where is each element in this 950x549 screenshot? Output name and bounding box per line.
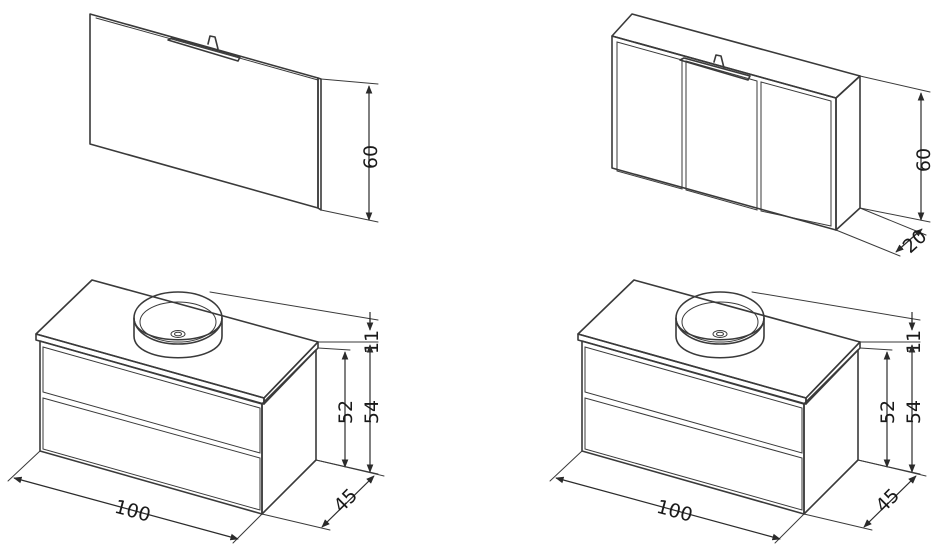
- vanity-left-ext-basin-top: [209, 291, 379, 321]
- vanity-left-width-dimension-line: [13, 476, 239, 541]
- vanity-right-total-height-label: 54: [903, 400, 925, 424]
- vanity-right-basin-height-label: 11: [903, 330, 925, 354]
- vanity-left-drawer-top: [42, 346, 261, 454]
- vanity-left-view: 11 52 54 100 45: [7, 279, 385, 544]
- vanity-left-countertop-edge: [35, 333, 265, 405]
- mirror-ext-top: [320, 78, 379, 85]
- vanity-right-drawer-top: [584, 346, 803, 454]
- vanity-left-body-side: [261, 349, 317, 515]
- vanity-left-width-label: 100: [112, 496, 153, 527]
- vanity-right-ext-body-top: [859, 347, 893, 351]
- vanity-right-ext-depth-front: [803, 513, 873, 531]
- vanity-right-drawer-bottom: [584, 397, 803, 511]
- vanity-left-ext-body-top: [317, 347, 351, 351]
- cabinet-door-left: [616, 41, 683, 190]
- vanity-right-width-label: 100: [654, 496, 695, 527]
- mirror-cabinet-view: 60 20: [611, 13, 935, 258]
- mirror-panel: [89, 13, 319, 209]
- vanity-right-ext-basin-top: [751, 291, 921, 321]
- cabinet-door-middle: [685, 60, 758, 211]
- cabinet-ext-depth-front: [835, 229, 901, 257]
- vanity-right-body-side: [803, 349, 859, 515]
- vanity-left-depth-dimension-line: [321, 475, 375, 528]
- cabinet-door-right: [760, 81, 832, 227]
- vanity-left-body-height-label: 52: [335, 400, 357, 424]
- mirror-lamp: [167, 35, 241, 62]
- mirror-height-label: 60: [360, 145, 382, 169]
- vanity-right-basin: [675, 291, 765, 359]
- vanity-right-width-dimension-line: [555, 476, 781, 541]
- vanity-right-view: 11 52 54 100 45: [549, 279, 927, 544]
- vanity-right-ext-depth-back: [857, 459, 927, 477]
- cabinet-lamp: [679, 54, 751, 81]
- vanity-left-ext-depth-front: [261, 513, 331, 531]
- vanity-right-depth-label: 45: [871, 484, 904, 517]
- cabinet-depth-label: 20: [899, 225, 932, 258]
- vanity-left-depth-label: 45: [329, 484, 362, 517]
- vanity-left-basin: [133, 291, 223, 359]
- cabinet-ext-top: [859, 75, 931, 93]
- mirror-top-edge: [95, 17, 319, 81]
- mirror-side-edge: [317, 77, 322, 211]
- mirror-view: 60: [89, 13, 382, 223]
- cabinet-height-label: 60: [913, 148, 935, 172]
- cabinet-depth-dimension-line: [895, 228, 923, 253]
- vanity-left-ext-depth-back: [315, 459, 385, 477]
- vanity-left-drawer-bottom: [42, 397, 261, 511]
- vanity-right-ext-width-left: [549, 450, 583, 482]
- cabinet-top-face: [611, 13, 861, 99]
- cabinet-side: [835, 75, 861, 231]
- vanity-left-basin-height-label: 11: [361, 330, 383, 354]
- vanity-right-depth-dimension-line: [863, 475, 917, 528]
- vanity-left-total-height-label: 54: [361, 400, 383, 424]
- vanity-right-countertop-edge: [577, 333, 807, 405]
- cabinet-ext-bottom: [859, 207, 931, 223]
- vanity-left-ext-width-left: [7, 450, 41, 482]
- vanity-right-body-height-label: 52: [877, 400, 899, 424]
